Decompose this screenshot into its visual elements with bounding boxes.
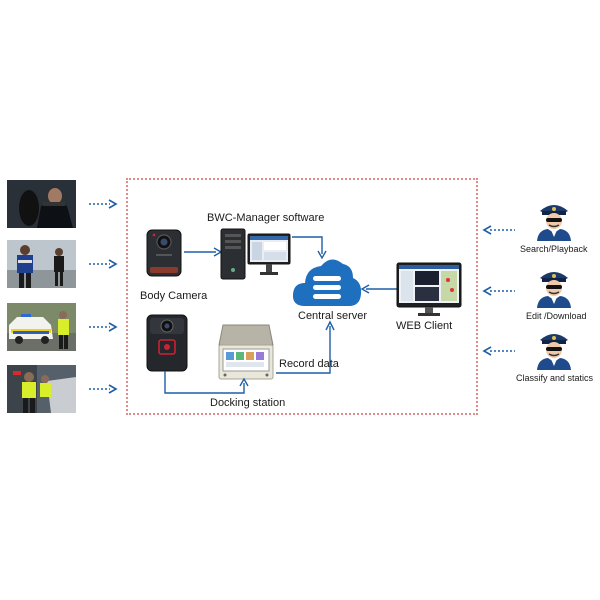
- arrow-role-3-icon: [482, 346, 515, 356]
- role-edit-download-label: Edit /Download: [526, 311, 587, 321]
- docking-station-label: Docking station: [210, 397, 286, 409]
- bwc-manager-label: BWC-Manager software: [207, 212, 325, 224]
- photo-police-car-officer: [7, 303, 76, 351]
- arrow-pc-to-server-icon: [292, 236, 327, 260]
- arrow-webclient-to-server-icon: [360, 284, 397, 294]
- police-officer-search-icon: [537, 205, 571, 241]
- arrow-role-2-icon: [482, 286, 515, 296]
- photo-traffic-stop: [7, 365, 76, 413]
- body-camera-dock-icon: [146, 314, 188, 372]
- police-officer-classify-icon: [537, 334, 571, 370]
- central-server-cloud-icon: [292, 259, 362, 306]
- police-officer-edit-icon: [537, 272, 571, 308]
- arrow-photo-2-icon: [89, 259, 118, 269]
- central-server-label: Central server: [298, 310, 368, 322]
- role-search-playback-label: Search/Playback: [520, 244, 588, 254]
- body-camera-icon: [146, 229, 182, 277]
- arrow-photo-4-icon: [89, 384, 118, 394]
- photo-officers-walking: [7, 240, 76, 288]
- arrow-dock-to-server-icon: [276, 320, 335, 374]
- body-camera-label: Body Camera: [140, 290, 208, 302]
- arrow-camera-to-dock-icon: [164, 371, 249, 394]
- role-classify-statics-label: Classify and statics: [516, 373, 594, 383]
- web-client-label: WEB Client: [396, 320, 453, 332]
- photo-officer-aiming: [7, 180, 76, 228]
- arrow-role-1-icon: [482, 225, 515, 235]
- docking-station-icon: [218, 324, 274, 380]
- system-boundary-frame: [126, 178, 478, 415]
- arrow-photo-1-icon: [89, 199, 118, 209]
- record-data-label: Record data: [279, 358, 339, 370]
- web-client-monitor-icon: [396, 262, 462, 316]
- pc-workstation-icon: [220, 228, 291, 280]
- arrow-camera-to-pc-icon: [184, 247, 223, 257]
- arrow-photo-3-icon: [89, 322, 118, 332]
